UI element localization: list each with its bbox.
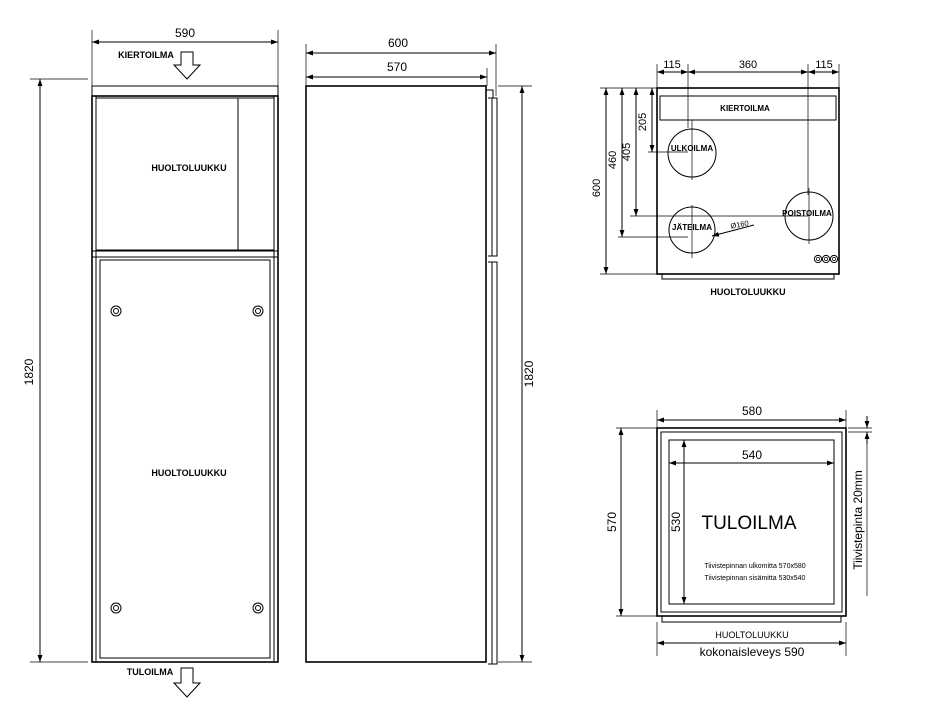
top-dim-405: 405 bbox=[621, 143, 633, 161]
screw-icon bbox=[252, 602, 264, 614]
down-arrow-icon bbox=[172, 51, 202, 80]
top-dim-left: 115 bbox=[663, 59, 681, 71]
front-bottom-label: TULOILMA bbox=[127, 667, 174, 677]
total-width-label: kokonaisleveys 590 bbox=[700, 645, 805, 659]
front-width-dim: 590 bbox=[175, 26, 195, 40]
bottom-dim-540: 540 bbox=[742, 448, 762, 462]
bottom-dim-570: 570 bbox=[605, 512, 619, 532]
seal-inner-note: Tiivistepinnan sisämitta 530x540 bbox=[705, 575, 806, 582]
top-dim-600: 600 bbox=[591, 179, 603, 197]
screw-icon bbox=[252, 305, 264, 317]
top-dim-460: 460 bbox=[607, 151, 619, 169]
screw-icon bbox=[110, 305, 122, 317]
pipe-diameter-label: Ø160 bbox=[730, 219, 750, 231]
connector-icon bbox=[813, 254, 839, 264]
bottom-hatch-label: HUOLTOLUUKKU bbox=[715, 630, 788, 640]
side-outer-depth-dim: 600 bbox=[388, 36, 408, 50]
screw-icon bbox=[110, 602, 122, 614]
front-lower-hatch-label: HUOLTOLUUKKU bbox=[151, 468, 226, 478]
port-poistoilma-label: POISTOILMA bbox=[782, 209, 832, 218]
bottom-view: 580 540 570 530 Tiivistepinta 20mm TULOI… bbox=[605, 404, 872, 659]
port-jateilma-label: JÄTEILMA bbox=[672, 223, 712, 232]
top-dim-mid: 360 bbox=[739, 59, 757, 71]
top-dim-205: 205 bbox=[637, 113, 649, 131]
bottom-dim-580: 580 bbox=[742, 404, 762, 418]
top-dim-right: 115 bbox=[815, 59, 833, 71]
top-bottom-label: HUOLTOLUUKKU bbox=[710, 287, 785, 297]
bottom-dim-530: 530 bbox=[669, 512, 683, 532]
front-view: 590 KIERTOILMA HUOLTOLUUKKU HUOLTOLUUKKU… bbox=[22, 26, 279, 698]
front-upper-hatch-label: HUOLTOLUUKKU bbox=[151, 163, 226, 173]
side-inner-depth-dim: 570 bbox=[387, 60, 407, 74]
side-height-dim: 1820 bbox=[522, 360, 536, 387]
top-view: 115 360 115 KIERTOILMA 600 460 405 205 U… bbox=[591, 59, 840, 297]
side-view: 600 570 1820 bbox=[305, 36, 536, 665]
front-height-dim: 1820 bbox=[22, 358, 36, 385]
top-band-label: KIERTOILMA bbox=[720, 104, 770, 113]
seal-surface-label: Tiivistepinta 20mm bbox=[851, 470, 865, 570]
bottom-title: TULOILMA bbox=[701, 513, 796, 534]
front-top-label: KIERTOILMA bbox=[118, 50, 174, 60]
down-arrow-icon bbox=[172, 667, 202, 698]
port-ulkoilma-label: ULKOILMA bbox=[671, 144, 713, 153]
seal-outer-note: Tiivistepinnan ulkomitta 570x580 bbox=[704, 563, 805, 570]
